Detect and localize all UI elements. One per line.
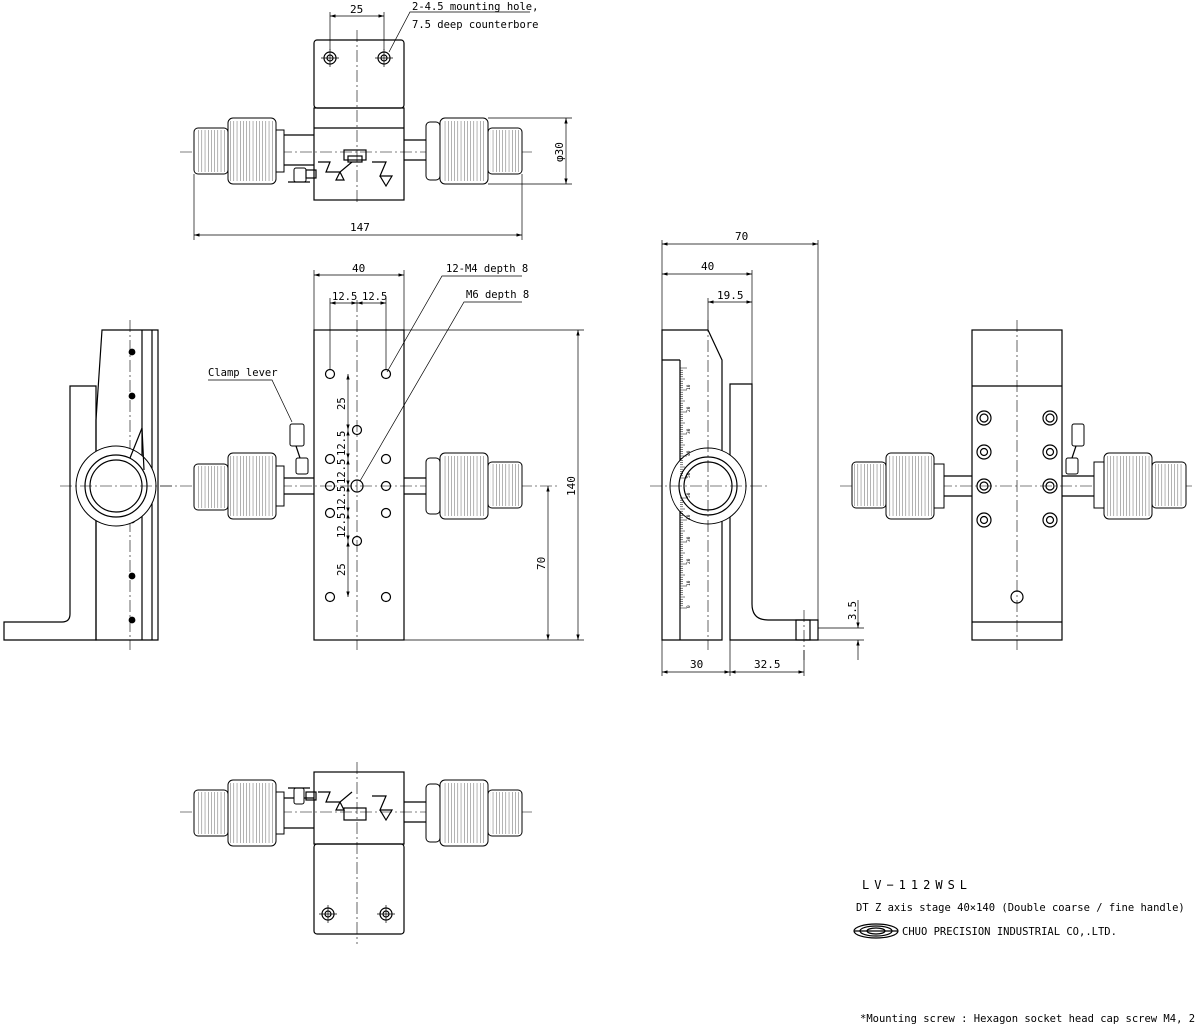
coarse-knob-right [425,117,523,185]
dim-side-3-5: 3.5 [847,601,859,620]
dim-front-v12-5-d: 12.5 [336,513,348,538]
callout-mounting-hole-2: 7.5 deep counterbore [412,19,538,31]
clamp-lever [288,787,317,805]
dim-front-12-5-left: 12.5 [332,291,357,303]
dim-25-top: 25 [350,3,363,16]
company-logo [853,923,899,939]
callout-m6: M6 depth 8 [466,289,529,301]
dim-front-v12-5-a: 12.5 [336,431,348,456]
title-block: LV−112WSL DT Z axis stage 40×140 (Double… [853,878,1200,1025]
coarse-knob-right [425,779,523,847]
coarse-knob-right [425,452,523,520]
mounting-hole [375,49,393,67]
scale-ticks: 10 20 30 40 50 0 10 20 30 40 50 [680,367,692,609]
bottom-view [180,762,535,944]
dim-147: 147 [350,221,370,234]
clamp-lever [288,167,317,183]
m6-tapped-hole [350,479,364,493]
model-number: LV−112WSL [862,878,972,892]
product-description: DT Z axis stage 40×140 (Double coarse / … [856,902,1185,914]
company-name: CHUO PRECISION INDUSTRIAL CO,.LTD. [902,926,1117,938]
mounting-hole [377,905,395,923]
scale-label-lower: 10 [686,580,692,586]
dim-front-40: 40 [352,262,365,275]
dim-phi30: φ30 [553,142,566,162]
rear-holes [976,410,1058,604]
scale-label-lower: 0 [686,605,692,608]
callout-m4: 12-M4 depth 8 [446,263,528,275]
coarse-knob-left [193,452,285,520]
rear-view [840,320,1195,650]
mounting-note: *Mounting screw : Hexagon socket head ca… [860,1013,1200,1025]
dim-front-v25-bottom: 25 [336,563,348,576]
right-side-view: 10 20 30 40 50 0 10 20 30 40 50 70 40 19.5 30 32.5… [650,230,864,676]
top-view: 25 2-4.5 mounting hole, 7.5 deep counter… [180,1,572,240]
dim-front-v25-top: 25 [336,397,348,410]
coarse-knob-left [851,452,945,520]
scale-label-lower: 30 [686,536,692,542]
scale-label-lower: 50 [686,492,692,498]
callout-clamp: Clamp lever [208,367,278,379]
scale-label-lower: 40 [686,514,692,520]
mounting-hole [319,905,337,923]
scale-label-lower: 20 [686,558,692,564]
coarse-knob-right [1093,452,1187,520]
scale-label-upper: 40 [686,450,692,456]
scale-label-upper: 20 [686,406,692,412]
dim-side-70: 70 [735,230,748,243]
dim-front-70: 70 [535,557,548,570]
dim-front-140: 140 [565,476,578,496]
front-view: 40 12.5 12.5 25 12.5 12.5 12.5 12.5 25 1… [160,262,584,650]
clamp-lever [1065,423,1085,475]
coarse-knob-left [193,779,285,847]
dim-side-19-5: 19.5 [717,289,744,302]
dim-side-30: 30 [690,658,703,671]
dim-front-12-5-right: 12.5 [362,291,387,303]
mounting-hole [321,49,339,67]
callout-mounting-hole-1: 2-4.5 mounting hole, [412,1,538,13]
dim-side-32-5: 32.5 [754,658,781,671]
clamp-lever [289,423,309,475]
scale-label-upper: 10 [686,384,692,390]
left-side-view [3,320,172,650]
scale-label-upper: 50 [686,472,692,478]
dim-side-40: 40 [701,260,714,273]
dim-front-v12-5-c: 12.5 [336,486,348,511]
coarse-knob-left [193,117,285,185]
dim-front-v12-5-b: 12.5 [336,459,348,484]
scale-label-upper: 30 [686,428,692,434]
